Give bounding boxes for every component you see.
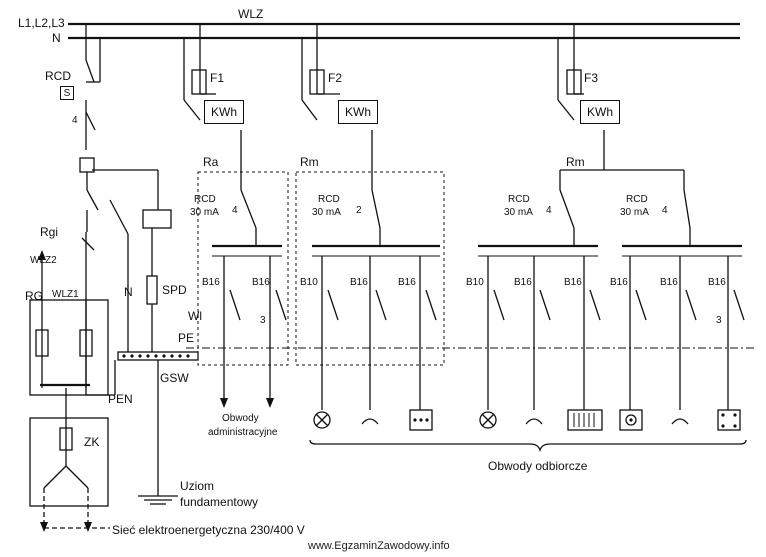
spd-label: SPD	[162, 283, 187, 297]
uziom-label-line1: Uziom	[180, 479, 215, 493]
kwh-meter-2: KWh	[338, 100, 378, 124]
breaker-10-label: B16	[660, 277, 678, 288]
n-label: N	[124, 285, 133, 299]
ra-label: Ra	[203, 155, 219, 169]
gsw-label: GSW	[160, 371, 189, 385]
kwh-meter-3: KWh	[580, 100, 620, 124]
breaker-11-pole: 3	[716, 315, 722, 326]
breaker-6-label: B10	[466, 277, 484, 288]
rg-label: RG	[25, 289, 43, 303]
kwh-meter-1: KWh	[204, 100, 244, 124]
rcd-pole-3: 4	[546, 205, 552, 216]
neutral-label: N	[52, 31, 61, 45]
breaker-3-label: B10	[300, 277, 318, 288]
rcd-ma-3: 30 mA	[504, 207, 533, 218]
rcd-label-3: RCD	[508, 194, 530, 205]
rcd-ma-4: 30 mA	[620, 207, 649, 218]
phase-label: L1,L2,L3	[18, 16, 65, 30]
breaker-1-label: B16	[202, 277, 220, 288]
breaker-2-label: B16	[252, 277, 270, 288]
breaker-11-label: B16	[708, 277, 726, 288]
breaker-9-label: B16	[610, 277, 628, 288]
pe-label: PE	[178, 331, 195, 345]
pen-label: PEN	[108, 392, 133, 406]
rcd-label-2: RCD	[318, 194, 340, 205]
wlz1-label: WLZ1	[52, 289, 79, 300]
breaker-7-label: B16	[514, 277, 532, 288]
s-box: S	[60, 86, 74, 100]
wlz2-label: WLZ2	[30, 255, 57, 266]
uziom-label-line2: fundamentowy	[180, 495, 259, 509]
breaker-5-label: B16	[398, 277, 416, 288]
f3-label: F3	[584, 71, 599, 85]
admin-circuits-line2: administracyjne	[208, 427, 278, 438]
rm-label-1: Rm	[300, 155, 319, 169]
f2-label: F2	[328, 71, 343, 85]
rcd-pole-1: 4	[232, 205, 238, 216]
rcd-pole-2: 2	[356, 205, 362, 216]
f1-label: F1	[210, 71, 225, 85]
rcd-ma-2: 30 mA	[312, 207, 341, 218]
rgi-label: Rgi	[40, 225, 59, 239]
rm-label-2: Rm	[566, 155, 585, 169]
wl-label: Wl	[188, 309, 202, 323]
breaker-8-label: B16	[564, 277, 582, 288]
rcd-label-4: RCD	[626, 194, 648, 205]
rcd-label-1: RCD	[194, 194, 216, 205]
site-watermark: www.EgzaminZawodowy.info	[308, 540, 450, 552]
rcd-ma-1: 30 mA	[190, 207, 219, 218]
main-rcd-label: RCD	[45, 69, 71, 83]
wlz-label: WLZ	[238, 7, 264, 21]
network-label: Sieć elektroenergetyczna 230/400 V	[112, 523, 305, 537]
main-rcd-poles: 4	[72, 115, 78, 126]
zk-label: ZK	[84, 435, 100, 449]
rcd-pole-4: 4	[662, 205, 668, 216]
receiver-circuits-label: Obwody odbiorcze	[488, 459, 588, 473]
breaker-4-label: B16	[350, 277, 368, 288]
admin-circuits-line1: Obwody	[222, 413, 259, 424]
breaker-2-pole: 3	[260, 315, 266, 326]
